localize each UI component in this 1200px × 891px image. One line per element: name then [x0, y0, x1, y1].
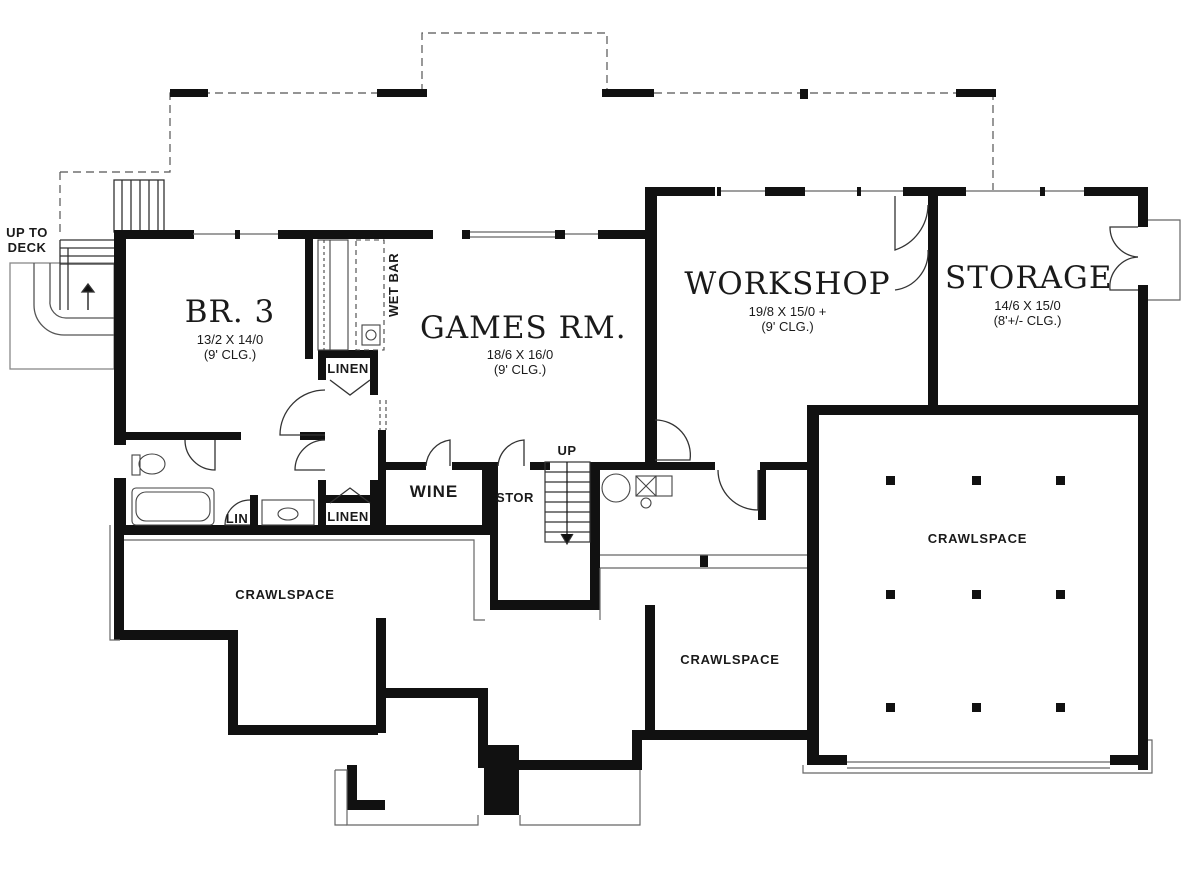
wet-bar-label: WET BAR — [386, 252, 401, 318]
up-to-deck-label-2: DECK — [7, 240, 47, 255]
storage-name: STORAGE — [945, 260, 1113, 296]
games-room-size: 18/6 X 16/0 — [486, 347, 554, 362]
br3-name: BR. 3 — [184, 294, 276, 330]
workshop-name: WORKSHOP — [684, 266, 891, 302]
br3-ceiling: (9' CLG.) — [203, 347, 257, 362]
linen-top-label: LINEN — [327, 361, 369, 376]
stor-label: STOR — [496, 490, 534, 505]
workshop-ceiling: (9' CLG.) — [761, 319, 814, 334]
mechanical — [601, 473, 673, 509]
doors — [184, 196, 1139, 526]
crawlspace-right-label: CRAWLSPACE — [927, 531, 1028, 546]
crawlspace-piers — [886, 476, 1065, 712]
storage-size: 14/6 X 15/0 — [994, 298, 1061, 313]
deck-posts — [170, 89, 996, 99]
crawlspace-middle-label: CRAWLSPACE — [680, 652, 780, 667]
games-room-ceiling: (9' CLG.) — [493, 362, 547, 377]
up-to-deck-label-1: UP TO — [6, 225, 48, 240]
crawlspace-left-label: CRAWLSPACE — [235, 587, 335, 602]
lin-label: LIN — [225, 511, 249, 526]
walls — [114, 187, 1148, 815]
storage-ceiling: (8'+/- CLG.) — [993, 313, 1062, 328]
deck-stairs — [9, 179, 165, 370]
workshop-size: 19/8 X 15/0 + — [748, 304, 827, 319]
wine-label: WINE — [409, 482, 459, 501]
br3-size: 13/2 X 14/0 — [196, 332, 264, 347]
wet-bar — [317, 239, 387, 430]
linen-bottom-label: LINEN — [327, 509, 369, 524]
games-room-name: GAMES RM. — [420, 310, 627, 346]
stairs-up-label: UP — [557, 443, 577, 458]
interior-stairs — [544, 461, 591, 546]
thin-lines — [109, 190, 1181, 826]
bath-fixtures — [131, 453, 315, 526]
deck-outline — [59, 32, 994, 236]
